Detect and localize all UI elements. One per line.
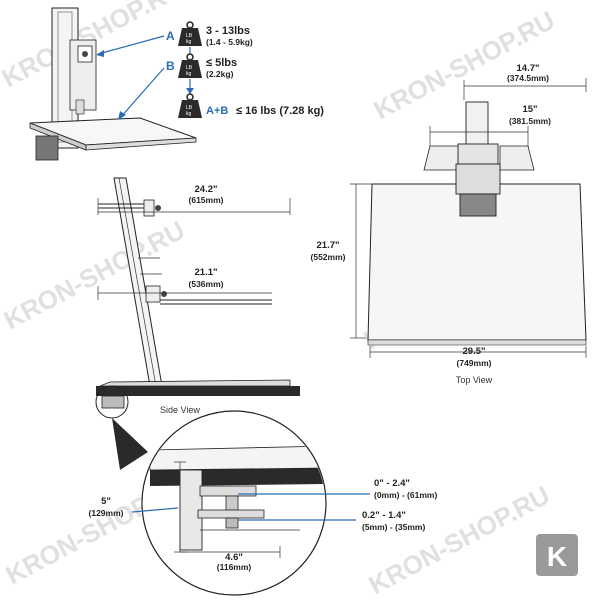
clamp-thickness-imperial: 0" - 2.4" [374, 478, 410, 489]
clamp-depth-metric: (116mm) [217, 562, 252, 572]
svg-text:kg: kg [186, 111, 192, 117]
arrow-b [119, 67, 165, 119]
top-mount-width-metric: (374.5mm) [507, 73, 549, 83]
clamp-thickness-metric: (0mm) - (61mm) [374, 490, 437, 500]
side-view-dimensions: 24.2" (615mm) 21.1" (536mm) Side View [97, 184, 291, 415]
clamp-depth-imperial: 4.6" [225, 552, 243, 563]
weight-icon-b: LB kg [178, 53, 202, 78]
svg-text:kg: kg [186, 39, 192, 45]
logo-letter: K [547, 541, 567, 572]
svg-text:LB: LB [186, 65, 193, 71]
product-illustration [29, 7, 197, 161]
top-width-imperial: 29.5" [463, 346, 486, 357]
weight-callouts: A B LB kg LB kg LB kg 3 - 13lbs (1.4 - [96, 21, 324, 120]
weight-icon-a: LB kg [178, 21, 202, 46]
side-view-caption: Side View [160, 405, 200, 415]
weight-b-imperial: ≤ 5lbs [206, 57, 237, 69]
svg-text:LB: LB [186, 105, 193, 111]
top-mount-width-imperial: 14.7" [517, 63, 540, 74]
side-lower-depth-imperial: 21.1" [195, 267, 218, 278]
clamp-grip-metric: (5mm) - (35mm) [362, 522, 425, 532]
weight-b-metric: (2.2kg) [206, 69, 234, 79]
clamp-height-metric: (129mm) [89, 508, 124, 518]
top-depth-imperial: 21.7" [317, 240, 340, 251]
weight-a-imperial: 3 - 13lbs [206, 25, 250, 37]
top-bracket-width-metric: (381.5mm) [509, 116, 551, 126]
shop-logo: K [536, 534, 578, 576]
weight-a-metric: (1.4 - 5.9kg) [206, 37, 253, 47]
svg-text:LB: LB [186, 33, 193, 39]
top-width-metric: (749mm) [457, 358, 492, 368]
top-view-caption: Top View [456, 375, 493, 385]
side-upper-depth-imperial: 24.2" [195, 184, 218, 195]
clamp-grip-imperial: 0.2" - 1.4" [362, 510, 406, 521]
clamp-dimensions: 5" (129mm) 4.6" (116mm) 0" - 2.4" (0mm) … [89, 461, 437, 572]
arrow-a [97, 35, 165, 55]
top-depth-metric: (552mm) [311, 252, 346, 262]
label-b: B [166, 59, 175, 73]
svg-text:kg: kg [186, 71, 192, 77]
weight-total-prefix: A+B [206, 105, 228, 117]
side-view-drawing [95, 177, 300, 419]
top-view-drawing [367, 101, 587, 346]
side-upper-depth-metric: (615mm) [189, 195, 224, 205]
label-a: A [166, 29, 175, 43]
weight-icon-total: LB kg [178, 93, 202, 118]
weight-total-value: ≤ 16 lbs (7.28 kg) [236, 105, 324, 117]
clamp-height-imperial: 5" [101, 496, 111, 507]
watermark-text: KRON-SHOP.RU [0, 215, 190, 336]
side-lower-depth-metric: (536mm) [189, 279, 224, 289]
top-bracket-width-imperial: 15" [522, 104, 537, 115]
top-view-dimensions: 14.7" (374.5mm) 15" (381.5mm) 21.7" (552… [311, 63, 587, 385]
